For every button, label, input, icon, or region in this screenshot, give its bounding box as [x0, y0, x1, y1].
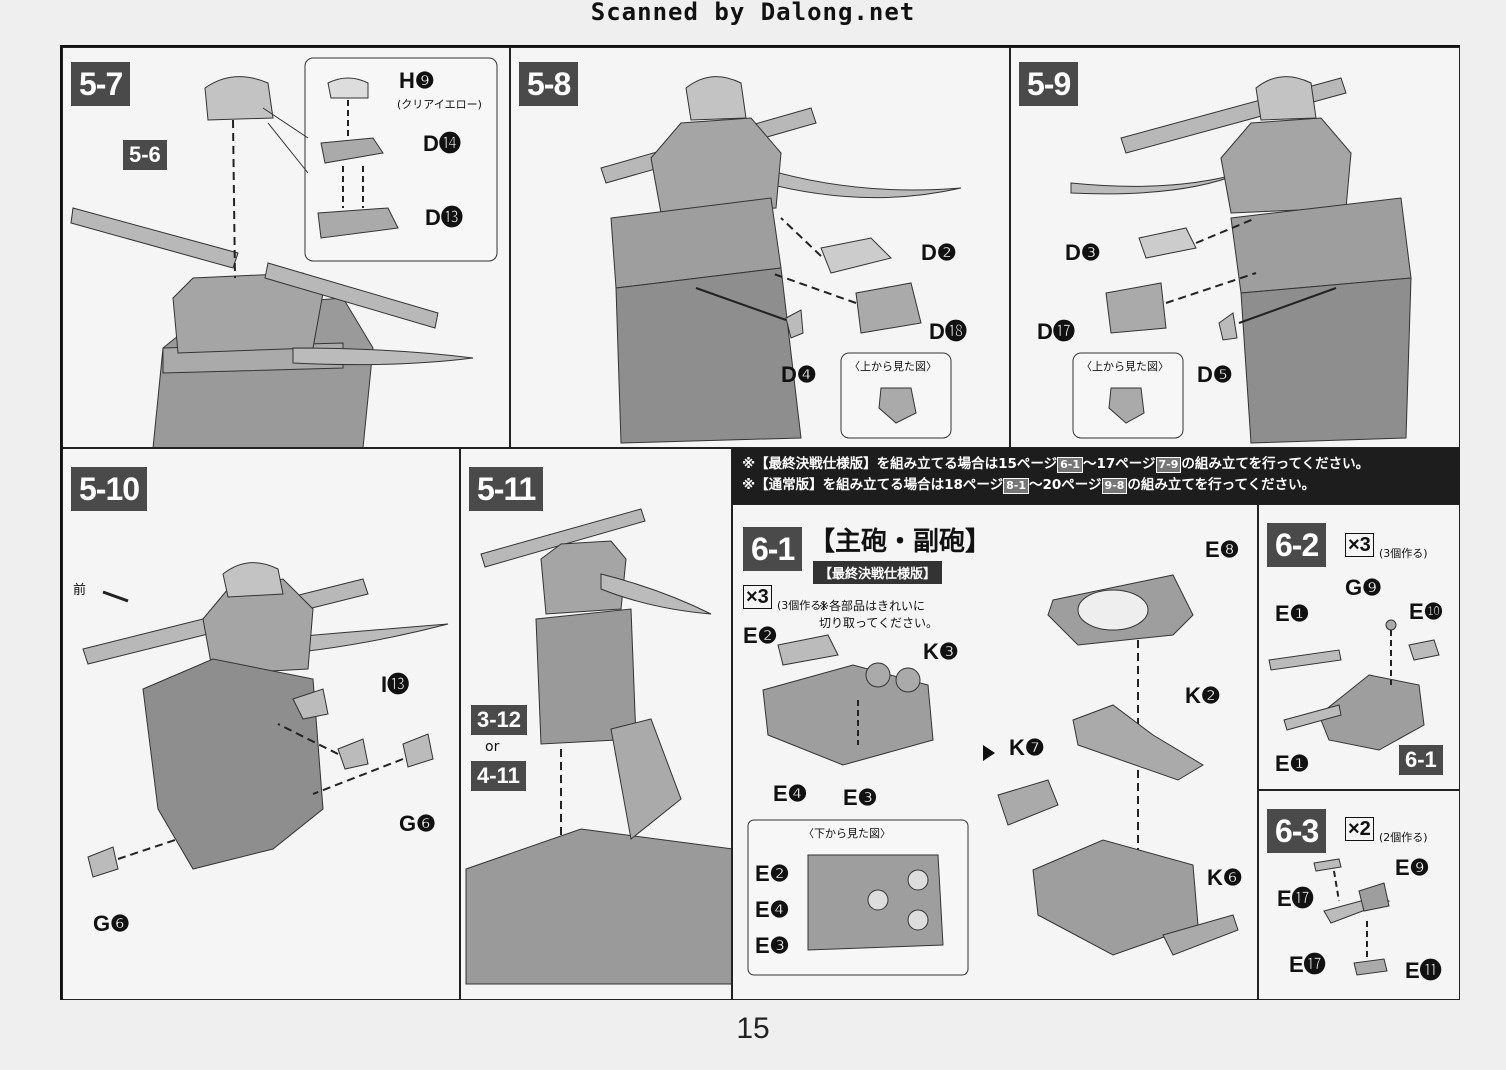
banner-text: ※【最終決戦仕様版】を組み立てる場合は15ページ — [742, 456, 1058, 472]
version-tag: 【最終決戦仕様版】 — [813, 561, 943, 584]
part-label: E❸ — [843, 785, 878, 810]
banner-text: ～17ページ — [1083, 456, 1156, 472]
panel-step-5-10: 5-10 前 I⓭ G❻ G❻ — [62, 448, 460, 1000]
page-ref-badge: 8-1 — [1003, 478, 1030, 494]
panel-step-6-1: 6-1 【主砲・副砲】 【最終決戦仕様版】 ×3 (3個作る) ※各部品はきれい… — [732, 504, 1258, 1000]
banner-text: ※【通常版】を組み立てる場合は18ページ — [742, 477, 1004, 493]
part-label: E❹ — [755, 897, 790, 922]
step-5-10-illustration — [82, 562, 449, 878]
caution-note: ※各部品はきれいに 切り取ってください。 — [819, 599, 939, 630]
part-label: K❸ — [923, 639, 959, 664]
part-label: E❸ — [755, 933, 790, 958]
step-number: 6-1 — [743, 527, 803, 571]
banner-text: の組み立てを行ってください。 — [1181, 456, 1370, 472]
page-ref-badge: 7-9 — [1155, 457, 1182, 473]
banner-text: ～20ページ — [1029, 477, 1102, 493]
step-number: 6-3 — [1267, 809, 1327, 853]
part-label: E❷ — [755, 861, 790, 886]
view-label: 〈上から見た図〉 — [1081, 360, 1169, 373]
part-label: E❹ — [773, 781, 808, 806]
multiplier-box: ×2 — [1345, 817, 1374, 841]
step-number: 6-2 — [1267, 523, 1327, 567]
reference-step: 5-6 — [123, 140, 167, 170]
step-5-11-illustration — [465, 508, 731, 985]
view-label: 〈上から見た図〉 — [849, 360, 937, 373]
page-number: 15 — [736, 1012, 770, 1045]
part-note: (クリアイエロー) — [397, 98, 482, 111]
step-number: 5-9 — [1019, 62, 1079, 106]
step-5-7-illustration — [70, 57, 498, 447]
panel-step-6-3: 6-3 ×2 (2個作る) E❾ E⓱ E⓱ E⓫ — [1258, 790, 1460, 1000]
reference-step: 6-1 — [1399, 745, 1443, 775]
part-label: G❾ — [1345, 575, 1382, 600]
part-label: K❷ — [1185, 683, 1221, 708]
step-number: 5-8 — [519, 62, 579, 106]
part-label: I⓭ — [381, 672, 410, 697]
part-label: G❻ — [93, 911, 130, 936]
step-6-2-illustration — [1268, 619, 1440, 751]
part-label: D⓭ — [425, 205, 463, 230]
page-ref-badge: 9-8 — [1101, 478, 1128, 494]
part-label: H❾ — [399, 68, 435, 93]
part-label: D❺ — [1197, 362, 1233, 387]
part-label: D⓱ — [1037, 319, 1075, 344]
part-label: D❷ — [921, 240, 957, 265]
step-5-9-illustration — [1070, 76, 1412, 444]
count-note: (2個作る) — [1379, 831, 1428, 844]
or-label: or — [485, 739, 500, 755]
view-label: 〈下から見た図〉 — [803, 827, 891, 840]
panel-step-5-8: 5-8 D❷ D⓲ D❹ 〈上から見た図〉 — [510, 47, 1010, 448]
panel-step-5-11: 5-11 3-12 or 4-11 — [460, 448, 732, 1000]
step-6-3-illustration — [1313, 858, 1391, 976]
count-note: (3個作る) — [1379, 547, 1428, 560]
part-label: E❷ — [743, 623, 778, 648]
part-label: E❿ — [1409, 599, 1444, 624]
part-label: E❾ — [1395, 855, 1430, 880]
part-label: K❻ — [1207, 865, 1243, 890]
part-label: E❶ — [1275, 751, 1310, 776]
reference-step: 3-12 — [471, 705, 528, 735]
panel-step-5-7: 5-7 5-6 H❾ (クリアイエロー) D⓮ D⓭ — [62, 47, 510, 448]
multiplier-box: ×3 — [743, 585, 772, 609]
part-label: G❻ — [399, 811, 436, 836]
part-label: D⓲ — [929, 319, 967, 344]
step-6-1-illustration — [747, 574, 1239, 976]
part-label: D⓮ — [423, 131, 461, 156]
step-number: 5-7 — [71, 62, 131, 106]
panel-step-6-2: 6-2 ×3 (3個作る) G❾ E❶ E❿ E❶ 6-1 — [1258, 504, 1460, 790]
part-label: D❹ — [781, 362, 817, 387]
scanner-credit: Scanned by Dalong.net — [590, 0, 916, 26]
count-note: (3個作る) — [777, 599, 826, 612]
part-label: E❽ — [1205, 537, 1240, 562]
section-title: 【主砲・副砲】 — [809, 527, 992, 557]
page-ref-badge: 6-1 — [1057, 457, 1084, 473]
part-label: E⓱ — [1289, 952, 1326, 977]
part-label: E⓫ — [1405, 958, 1442, 983]
banner-text: の組み立てを行ってください。 — [1127, 477, 1316, 493]
part-label: D❸ — [1065, 240, 1101, 265]
part-label: K❼ — [1009, 735, 1045, 760]
panel-step-5-9: 5-9 D❸ D⓱ D❺ 〈上から見た図〉 — [1010, 47, 1460, 448]
reference-step: 4-11 — [471, 761, 526, 791]
step-5-8-illustration — [600, 76, 962, 444]
multiplier-box: ×3 — [1345, 533, 1374, 557]
part-label: E⓱ — [1277, 886, 1314, 911]
step-number: 5-11 — [469, 467, 544, 511]
step-number: 5-10 — [71, 467, 148, 511]
front-label: 前 — [73, 583, 87, 598]
part-label: E❶ — [1275, 601, 1310, 626]
